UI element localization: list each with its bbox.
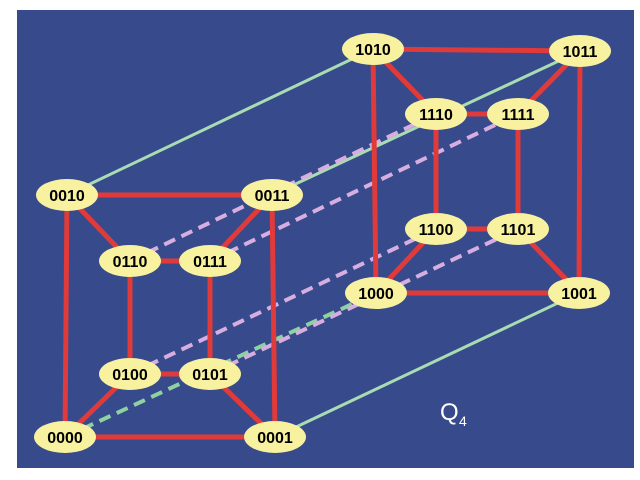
node-1100: 1100 [405, 213, 467, 245]
nodes-layer: 0000 0001 0010 0011 0100 0101 0110 0111 1000 1001… [34, 33, 611, 453]
node-label: 0000 [47, 430, 83, 447]
edge-1000-1010 [370, 48, 379, 294]
node-ellipse [244, 421, 306, 453]
node-ellipse [345, 277, 407, 309]
node-label: 1010 [355, 42, 391, 59]
node-label: 0100 [112, 367, 148, 384]
node-ellipse [99, 245, 161, 277]
caption-main: Q [440, 399, 459, 426]
node-label: 1100 [419, 222, 454, 239]
node-1111: 1111 [487, 98, 549, 130]
edge-0001-1001 [274, 291, 580, 439]
node-label: 1001 [561, 286, 597, 303]
node-1000: 1000 [345, 277, 407, 309]
node-label: 1111 [502, 107, 535, 124]
edge-1001-1011 [576, 50, 583, 294]
node-label: 0111 [193, 254, 227, 271]
node-0000: 0000 [34, 421, 96, 453]
node-ellipse [241, 179, 303, 211]
edge-0000-0010 [62, 194, 70, 438]
node-ellipse [342, 33, 404, 65]
node-label: 1000 [358, 286, 394, 303]
node-ellipse [99, 358, 161, 390]
node-ellipse [405, 213, 467, 245]
node-0100: 0100 [99, 358, 161, 390]
edge-1010-1011 [372, 46, 581, 54]
node-0111: 0111 [179, 245, 241, 277]
node-label: 0110 [113, 254, 148, 271]
caption-subscript: 4 [459, 413, 467, 429]
node-ellipse [549, 35, 611, 67]
node-0011: 0011 [241, 179, 303, 211]
node-ellipse [179, 358, 241, 390]
node-1110: 1110 [405, 98, 467, 130]
node-1010: 1010 [342, 33, 404, 65]
node-0110: 0110 [99, 245, 161, 277]
node-1001: 1001 [548, 277, 610, 309]
node-label: 0101 [192, 367, 228, 384]
node-ellipse [548, 277, 610, 309]
node-0101: 0101 [179, 358, 241, 390]
node-0010: 0010 [36, 179, 98, 211]
edge-0010-1010 [66, 47, 374, 197]
node-ellipse [487, 213, 549, 245]
node-label: 0011 [255, 188, 290, 205]
node-ellipse [34, 421, 96, 453]
node-ellipse [36, 179, 98, 211]
node-ellipse [405, 98, 467, 130]
node-label: 0010 [49, 188, 85, 205]
node-1101: 1101 [487, 213, 549, 245]
node-0001: 0001 [244, 421, 306, 453]
node-ellipse [179, 245, 241, 277]
node-ellipse [487, 98, 549, 130]
node-label: 1011 [563, 44, 598, 61]
node-label: 1101 [501, 222, 536, 239]
node-label: 0001 [257, 430, 293, 447]
edge-0001-0011 [269, 194, 278, 438]
node-label: 1110 [419, 107, 453, 124]
node-1011: 1011 [549, 35, 611, 67]
